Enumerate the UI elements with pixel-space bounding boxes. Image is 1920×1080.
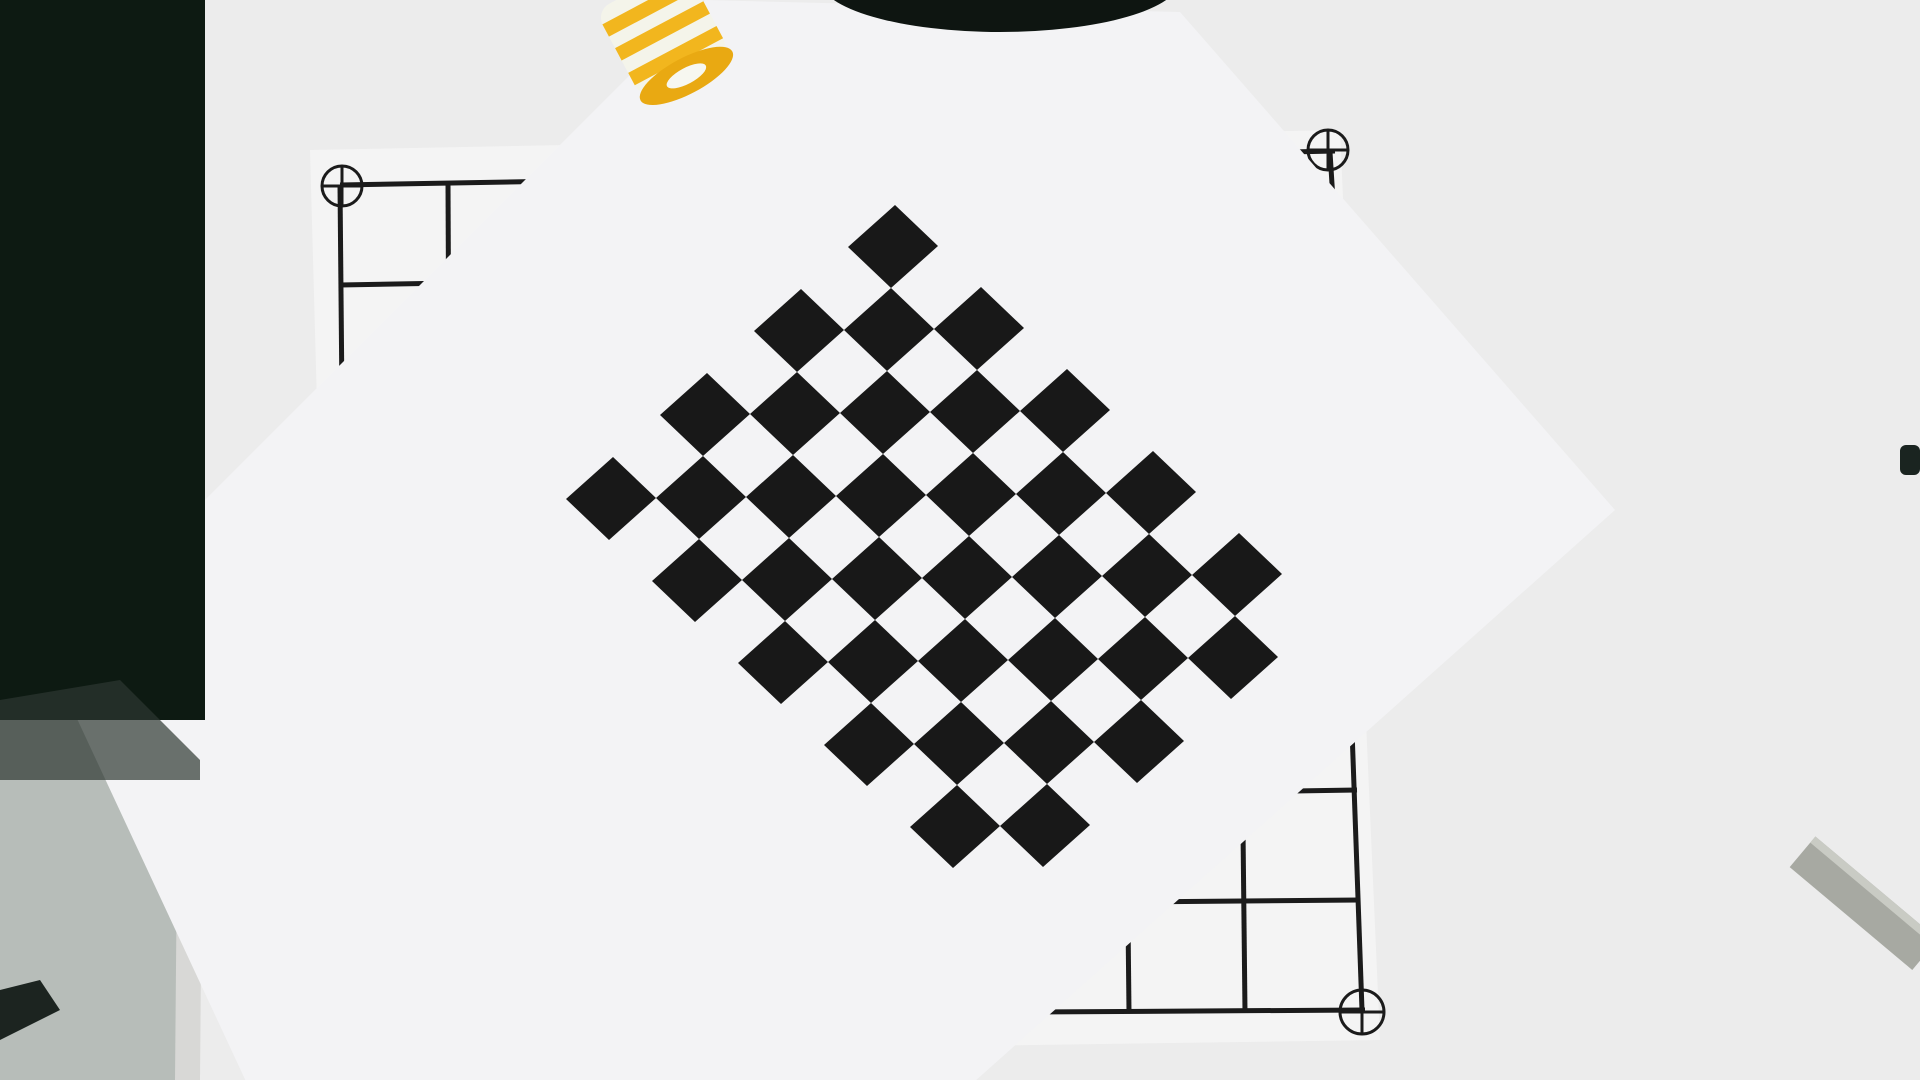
checker-square <box>844 288 934 371</box>
checker-square <box>914 702 1004 785</box>
checker-square <box>566 457 656 540</box>
checker-square <box>1000 784 1090 867</box>
checker-square <box>840 371 930 454</box>
tape-roll <box>600 0 734 106</box>
checker-square <box>926 453 1016 536</box>
checker-square <box>910 785 1000 868</box>
checker-square <box>754 289 844 372</box>
checker-square <box>1094 700 1184 783</box>
stapler-base <box>833 0 1167 32</box>
checker-square <box>1098 617 1188 700</box>
checker-square <box>742 538 832 621</box>
dark-object-edge <box>0 0 205 720</box>
checker-square <box>828 620 918 703</box>
checker-square <box>922 536 1012 619</box>
checker-square <box>750 372 840 455</box>
checker-square <box>1106 451 1196 534</box>
checker-square <box>934 287 1024 370</box>
checker-square <box>1102 534 1192 617</box>
checker-square <box>824 703 914 786</box>
checker-square <box>918 619 1008 702</box>
checker-square <box>930 370 1020 453</box>
checker-square <box>848 205 938 288</box>
checkerboard-pattern <box>566 205 1282 868</box>
checkerboard-sheet <box>52 0 1615 1080</box>
checker-square <box>652 539 742 622</box>
checker-square <box>738 621 828 704</box>
fiducial-marker <box>1338 988 1386 1036</box>
checker-square <box>1012 535 1102 618</box>
fiducial-marker <box>1306 128 1350 172</box>
checker-square <box>1016 452 1106 535</box>
fiducial-marker <box>320 164 364 208</box>
chair-shadow <box>0 680 200 780</box>
checker-square <box>1020 369 1110 452</box>
checker-square <box>656 456 746 539</box>
checker-square <box>660 373 750 456</box>
checker-square <box>746 455 836 538</box>
checker-square <box>1192 533 1282 616</box>
chair-leg <box>0 980 60 1040</box>
checker-square <box>1008 618 1098 701</box>
dark-object-edge <box>1900 445 1920 475</box>
checker-square <box>1004 701 1094 784</box>
checker-square <box>836 454 926 537</box>
checker-square <box>832 537 922 620</box>
staples-strip <box>1789 836 1920 970</box>
checker-square <box>1188 616 1278 699</box>
